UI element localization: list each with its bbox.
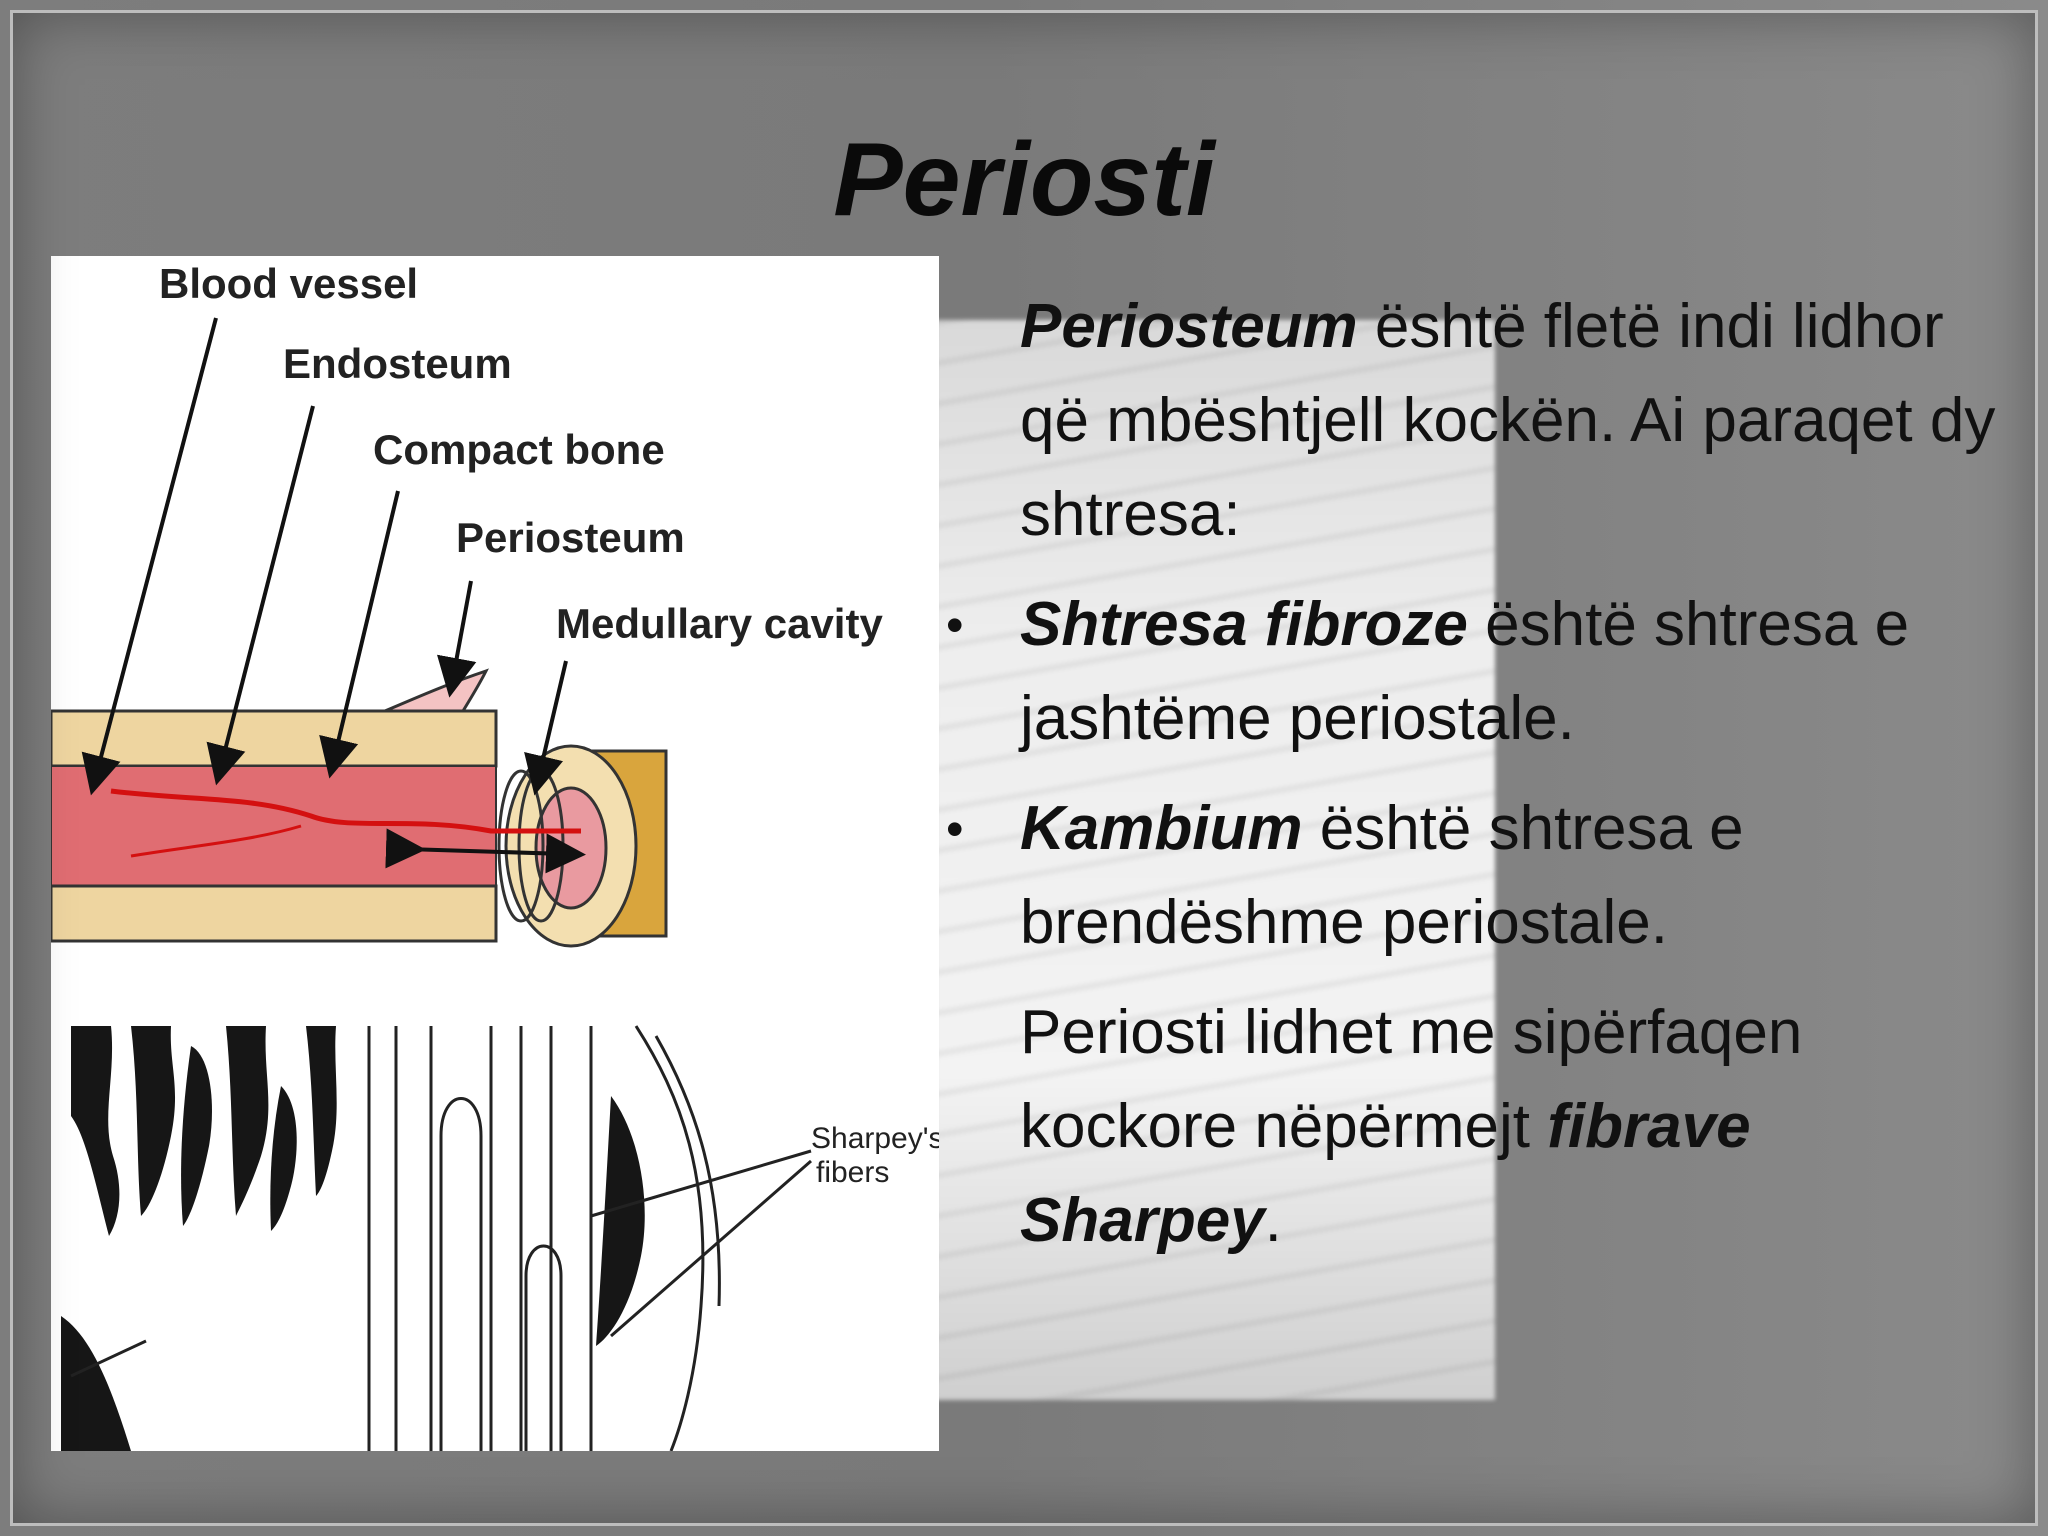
slide-title: Periosti xyxy=(833,122,1215,238)
closing-period: . xyxy=(1264,1186,1282,1255)
label-medullary-cavity: Medullary cavity xyxy=(556,600,883,647)
closing-paragraph: Periosti lidhet me sipërfaqen kockore në… xyxy=(940,986,2000,1268)
bullet-item: • Kambium është shtresa e brendëshme per… xyxy=(940,782,2000,970)
closing-text: Periosti lidhet me sipërfaqen kockore në… xyxy=(1020,998,1803,1161)
label-sharpeys: Sharpey's xyxy=(811,1122,939,1155)
bone-section xyxy=(51,668,668,948)
label-fibers: fibers xyxy=(816,1156,889,1189)
bullet-dot: • xyxy=(946,801,964,857)
histology-illustration: Sharpey's fibers xyxy=(61,1025,939,1451)
label-endosteum: Endosteum xyxy=(283,340,512,387)
label-compact-bone: Compact bone xyxy=(373,426,665,473)
bullet-text: është shtresa e jashtëme periostale. xyxy=(1020,590,1910,753)
bullet-dot: • xyxy=(946,597,964,653)
bullet-text: është shtresa e brendëshme periostale. xyxy=(1020,794,1744,957)
intro-paragraph: Periosteum është fletë indi lidhor që mb… xyxy=(940,280,2000,562)
term-cambium: Kambium xyxy=(1020,794,1303,863)
term-fibrous-layer: Shtresa fibroze xyxy=(1020,590,1468,659)
slide-body: Periosteum është fletë indi lidhor që mb… xyxy=(940,280,2000,1268)
bone-diagram: Blood vessel Endosteum Compact bone Peri… xyxy=(51,256,939,1451)
term-sharpey-fibers: fibrave Sharpey xyxy=(1020,1092,1751,1255)
intro-text: është fletë indi lidhor që mbështjell ko… xyxy=(1020,292,1996,549)
background-figure xyxy=(935,320,1495,1400)
label-blood-vessel: Blood vessel xyxy=(159,260,418,307)
term-periosteum: Periosteum xyxy=(1020,292,1358,361)
bullet-item: • Shtresa fibroze është shtresa e jashtë… xyxy=(940,578,2000,766)
label-periosteum: Periosteum xyxy=(456,514,685,561)
